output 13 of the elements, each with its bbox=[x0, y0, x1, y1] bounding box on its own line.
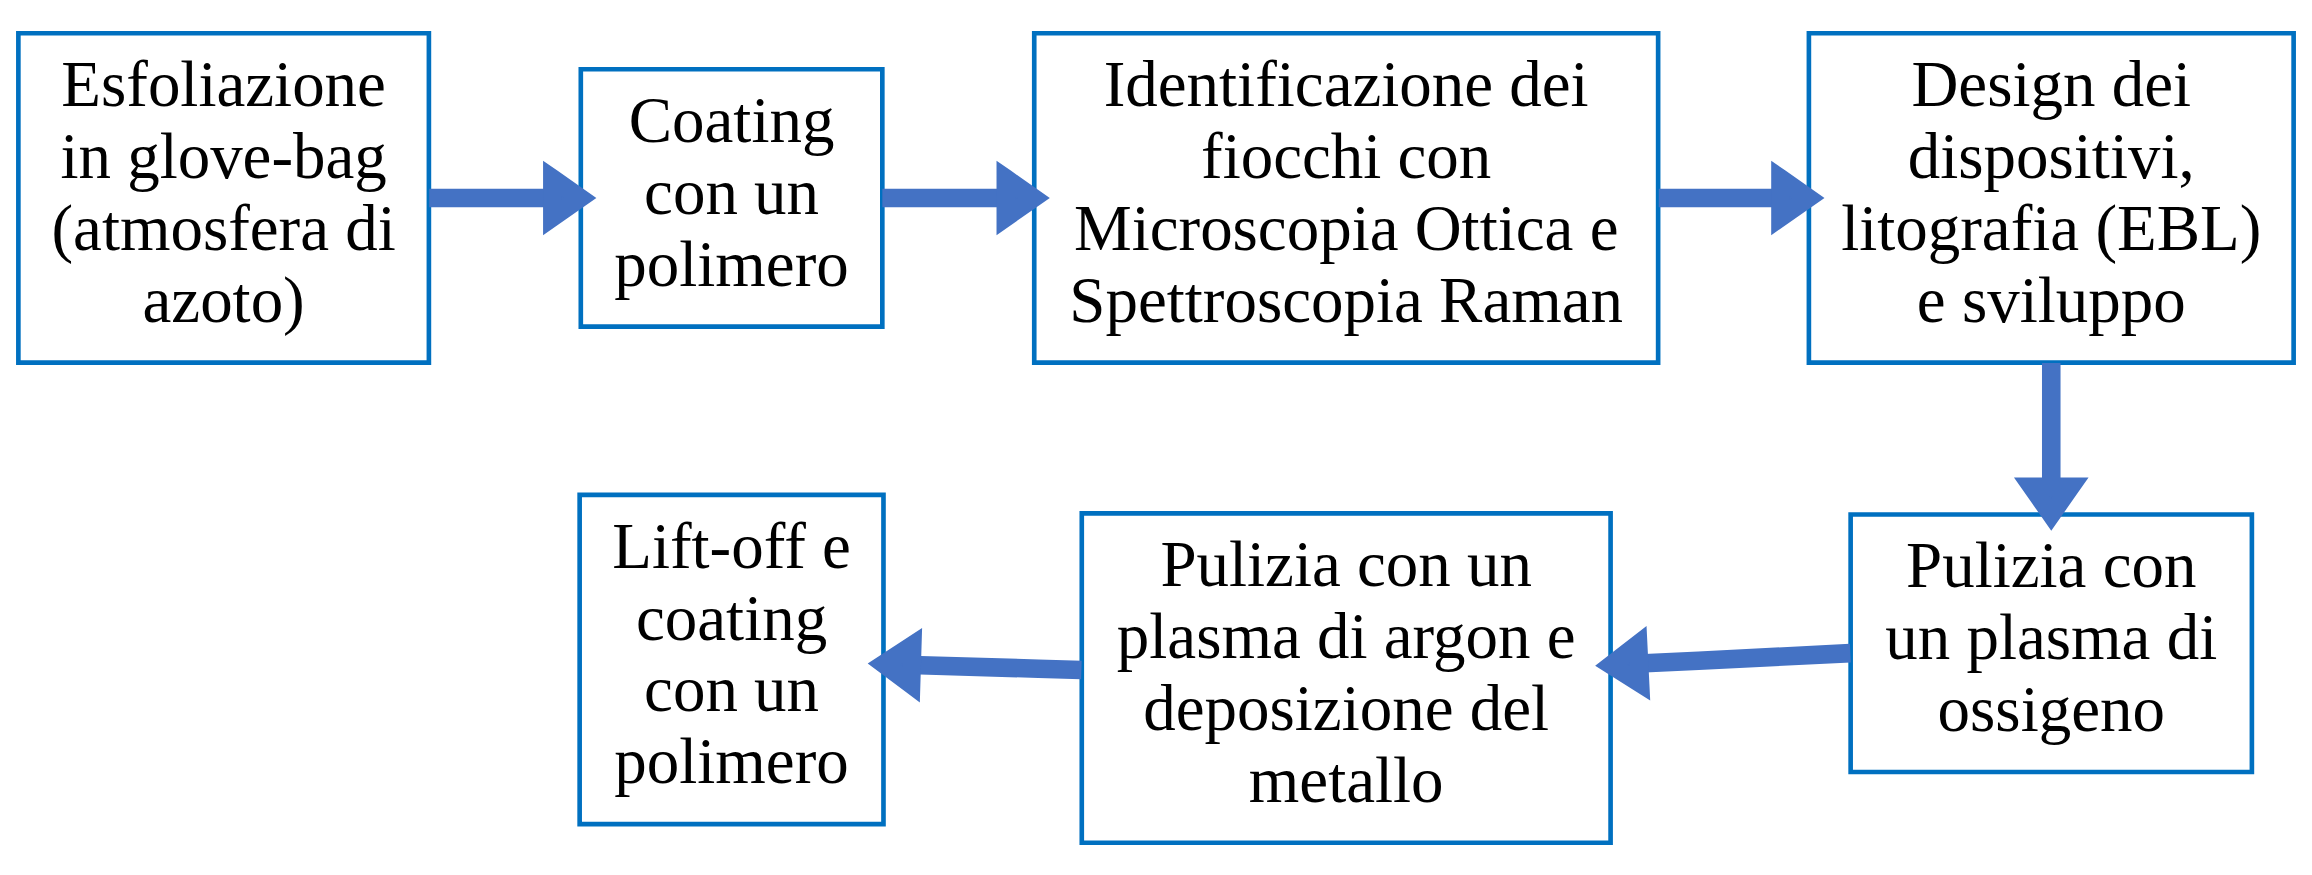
arrow bbox=[882, 160, 1050, 235]
node-box: Pulizia con un plasma di ossigeno bbox=[1848, 511, 2255, 774]
arrow bbox=[1595, 625, 1851, 700]
arrow bbox=[429, 160, 597, 235]
node-box: Design dei dispositivi, litografia (EBL) e sviluppo bbox=[1806, 30, 2296, 365]
arrow bbox=[867, 627, 1082, 702]
node-box: Pulizia con un plasma di argon e deposizione del metallo bbox=[1079, 510, 1613, 845]
node-box: Identificazione dei fiocchi con Microscopia Ottica e Spettroscopia Raman bbox=[1031, 30, 1661, 365]
node-box: Coating con un polimero bbox=[578, 66, 885, 329]
arrow bbox=[2013, 362, 2089, 531]
arrow bbox=[1658, 160, 1825, 235]
node-box: Lift-off e coating con un polimero bbox=[577, 492, 886, 826]
node-box: Esfoliazione in glove-bag (atmosfera di azoto) bbox=[16, 30, 432, 365]
